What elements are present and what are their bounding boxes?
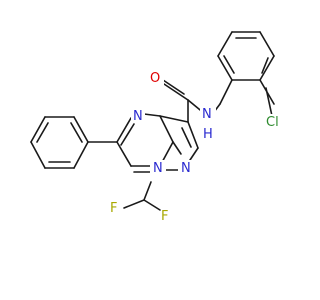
phenyl-ring [30, 116, 89, 169]
ring-nitrogen-top-label: N [133, 109, 143, 124]
ring-nitrogen-pyrazole-label: N [181, 161, 191, 176]
amide-hydrogen-label: H [203, 127, 213, 142]
ring-nitrogen-bridge-label: N [153, 161, 163, 176]
amide-nitrogen-label: N [202, 107, 212, 122]
chlorine-label: Cl [266, 115, 279, 130]
difluoromethyl-group [123, 181, 161, 211]
fluorine-right-label: F [161, 209, 168, 224]
chlorine-bond [265, 87, 273, 117]
molecule-diagram: N N N O N H Cl F F [30, 31, 279, 224]
fluorine-left-label: F [110, 201, 117, 216]
oxygen-label: O [150, 71, 160, 86]
ch2-aryl-bond [219, 79, 233, 105]
chlorophenyl-ring [217, 31, 275, 105]
carboxamide-group [162, 79, 206, 123]
